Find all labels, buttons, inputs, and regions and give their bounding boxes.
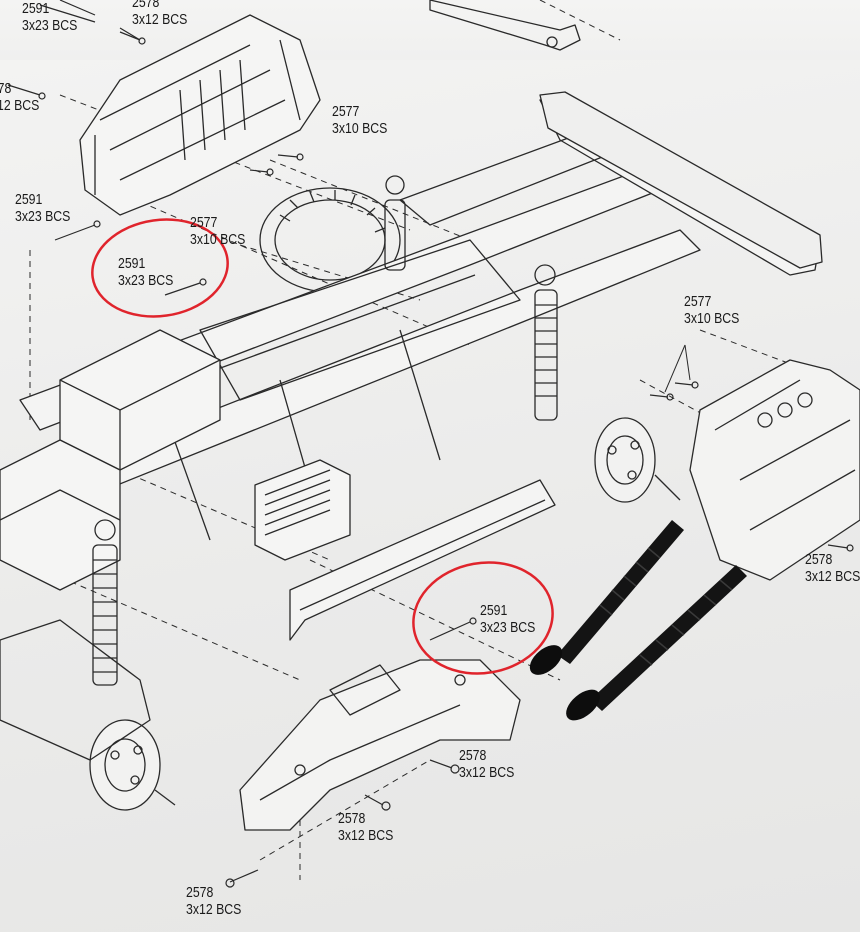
screw-spec: 3x12 BCS [459,764,515,781]
right-body-mount-part [689,359,860,581]
callout-label: 2578 3x12 BCS [186,884,241,918]
screw-spec: 3x12 BCS [0,97,40,114]
black-screw-photo-2 [566,565,747,721]
screw-spec: 3x23 BCS [15,208,71,225]
small-screw-icons [7,0,854,888]
callout-label: 2578 3x12 BCS [0,80,39,114]
electronics-box-part [0,329,221,591]
red-highlight-circle-2 [412,561,554,675]
esc-heatsink-part [254,459,351,561]
part-number: 2578 [0,80,12,97]
rear-differential-part [0,619,176,811]
part-number: 2591 [15,191,43,208]
callout-label: 2591 3x23 BCS [118,255,173,289]
screw-spec: 3x10 BCS [332,120,388,137]
callout-label: 2578 3x12 BCS [459,747,514,781]
front-shock-part [384,175,558,421]
screw-spec: 3x12 BCS [132,11,188,28]
top-link-part [39,0,581,51]
part-number: 2578 [132,0,160,11]
part-number: 2578 [186,884,214,901]
callout-label: 2591 3x23 BCS [480,602,535,636]
side-rail-part [289,479,556,641]
screw-spec: 3x23 BCS [118,272,174,289]
part-number: 2578 [805,551,833,568]
callout-label: 2577 3x10 BCS [684,293,739,327]
callout-label: 2578 3x12 BCS [132,0,187,28]
callout-label: 2577 3x10 BCS [332,103,387,137]
front-differential-part [594,417,681,503]
callout-label: 2578 3x12 BCS [805,551,860,585]
callout-label: 2577 3x10 BCS [190,214,245,248]
part-number: 2591 [480,602,508,619]
black-screw-photo-1 [529,520,684,675]
screw-spec: 3x10 BCS [684,310,740,327]
callout-label: 2591 3x23 BCS [22,0,77,34]
callout-label: 2591 3x23 BCS [15,191,70,225]
part-number: 2578 [459,747,487,764]
front-bumper-part [539,91,823,269]
screw-spec: 3x23 BCS [22,17,78,34]
lower-body-mount-part [239,659,521,831]
callout-label: 2578 3x12 BCS [338,810,393,844]
part-number: 2591 [22,0,50,17]
screw-spec: 3x12 BCS [805,568,860,585]
screw-spec: 3x12 BCS [338,827,394,844]
part-number: 2578 [338,810,366,827]
red-highlight-circle-1 [91,218,229,318]
part-number: 2577 [684,293,712,310]
screw-spec: 3x12 BCS [186,901,242,918]
rear-shock-part [92,519,118,686]
screw-spec: 3x23 BCS [480,619,536,636]
battery-cover-part [79,14,321,216]
part-number: 2591 [118,255,146,272]
screw-spec: 3x10 BCS [190,231,246,248]
part-number: 2577 [332,103,360,120]
part-number: 2577 [190,214,218,231]
